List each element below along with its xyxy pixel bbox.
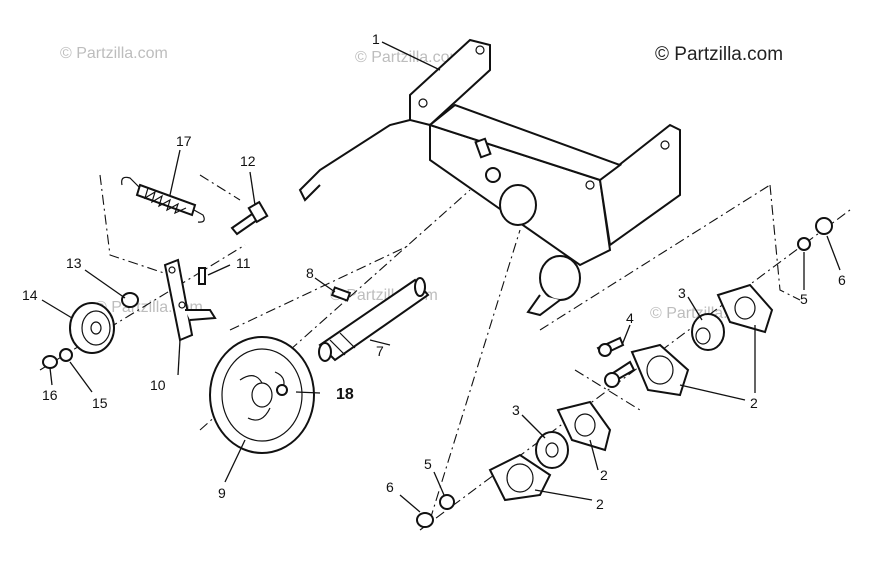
watermark-main: © Partzilla.com xyxy=(655,44,783,65)
callout-16: 16 xyxy=(42,387,58,403)
tension-spring xyxy=(121,176,205,223)
bolt-12 xyxy=(230,200,269,236)
bearing-flange-upper xyxy=(630,343,690,397)
nut-6-upper xyxy=(815,217,833,235)
bearing-flange-lower xyxy=(488,453,552,502)
callout-2-upper: 2 xyxy=(750,395,758,411)
large-pulley xyxy=(209,336,315,454)
bearing-insert-lower xyxy=(535,431,569,469)
drive-shaft xyxy=(318,277,430,362)
washer-5-upper xyxy=(797,237,811,251)
nut-6-lower xyxy=(416,512,434,528)
watermark-top-left: © Partzilla.com xyxy=(60,45,168,62)
callout-7: 7 xyxy=(376,343,384,359)
callout-9: 9 xyxy=(218,485,226,501)
leader-lines xyxy=(41,41,841,513)
callout-11: 11 xyxy=(236,255,251,271)
washer-5-lower xyxy=(439,494,455,510)
callout-1: 1 xyxy=(372,31,380,47)
callout-13: 13 xyxy=(66,255,82,271)
callout-labels: 1 2 2 2 3 3 4 5 5 6 6 7 8 9 10 11 12 13 … xyxy=(22,31,846,512)
callout-10: 10 xyxy=(150,377,166,393)
callout-3-lower: 3 xyxy=(512,402,520,418)
idler-pulley xyxy=(69,302,115,354)
callout-5-upper: 5 xyxy=(800,291,808,307)
callout-3-upper: 3 xyxy=(678,285,686,301)
flange-plate-upper xyxy=(716,283,774,334)
callout-2-lower: 2 xyxy=(596,496,604,512)
callout-12: 12 xyxy=(240,153,256,169)
callout-6-lower: 6 xyxy=(386,479,394,495)
frame-bracket xyxy=(298,38,681,317)
callout-8: 8 xyxy=(306,265,314,281)
watermark-top-center: © Partzilla.com xyxy=(355,49,463,66)
callout-2-middle: 2 xyxy=(600,467,608,483)
callout-18: 18 xyxy=(336,386,354,403)
roll-pin xyxy=(198,267,206,285)
flange-plate-lower xyxy=(556,400,612,452)
callout-14: 14 xyxy=(22,287,38,303)
callout-17: 17 xyxy=(176,133,192,149)
callout-6-upper: 6 xyxy=(838,272,846,288)
bearing-insert-upper xyxy=(691,313,725,351)
centerlines xyxy=(39,174,851,531)
nut-13 xyxy=(121,292,139,308)
idler-arm xyxy=(163,258,217,342)
carriage-bolts xyxy=(596,336,636,388)
callout-4: 4 xyxy=(626,310,634,326)
setscrew-18 xyxy=(276,384,288,396)
frame-nut xyxy=(485,167,501,183)
washer-15 xyxy=(59,348,73,362)
callout-15: 15 xyxy=(92,395,108,411)
nut-16 xyxy=(42,355,58,369)
callout-5-lower: 5 xyxy=(424,456,432,472)
